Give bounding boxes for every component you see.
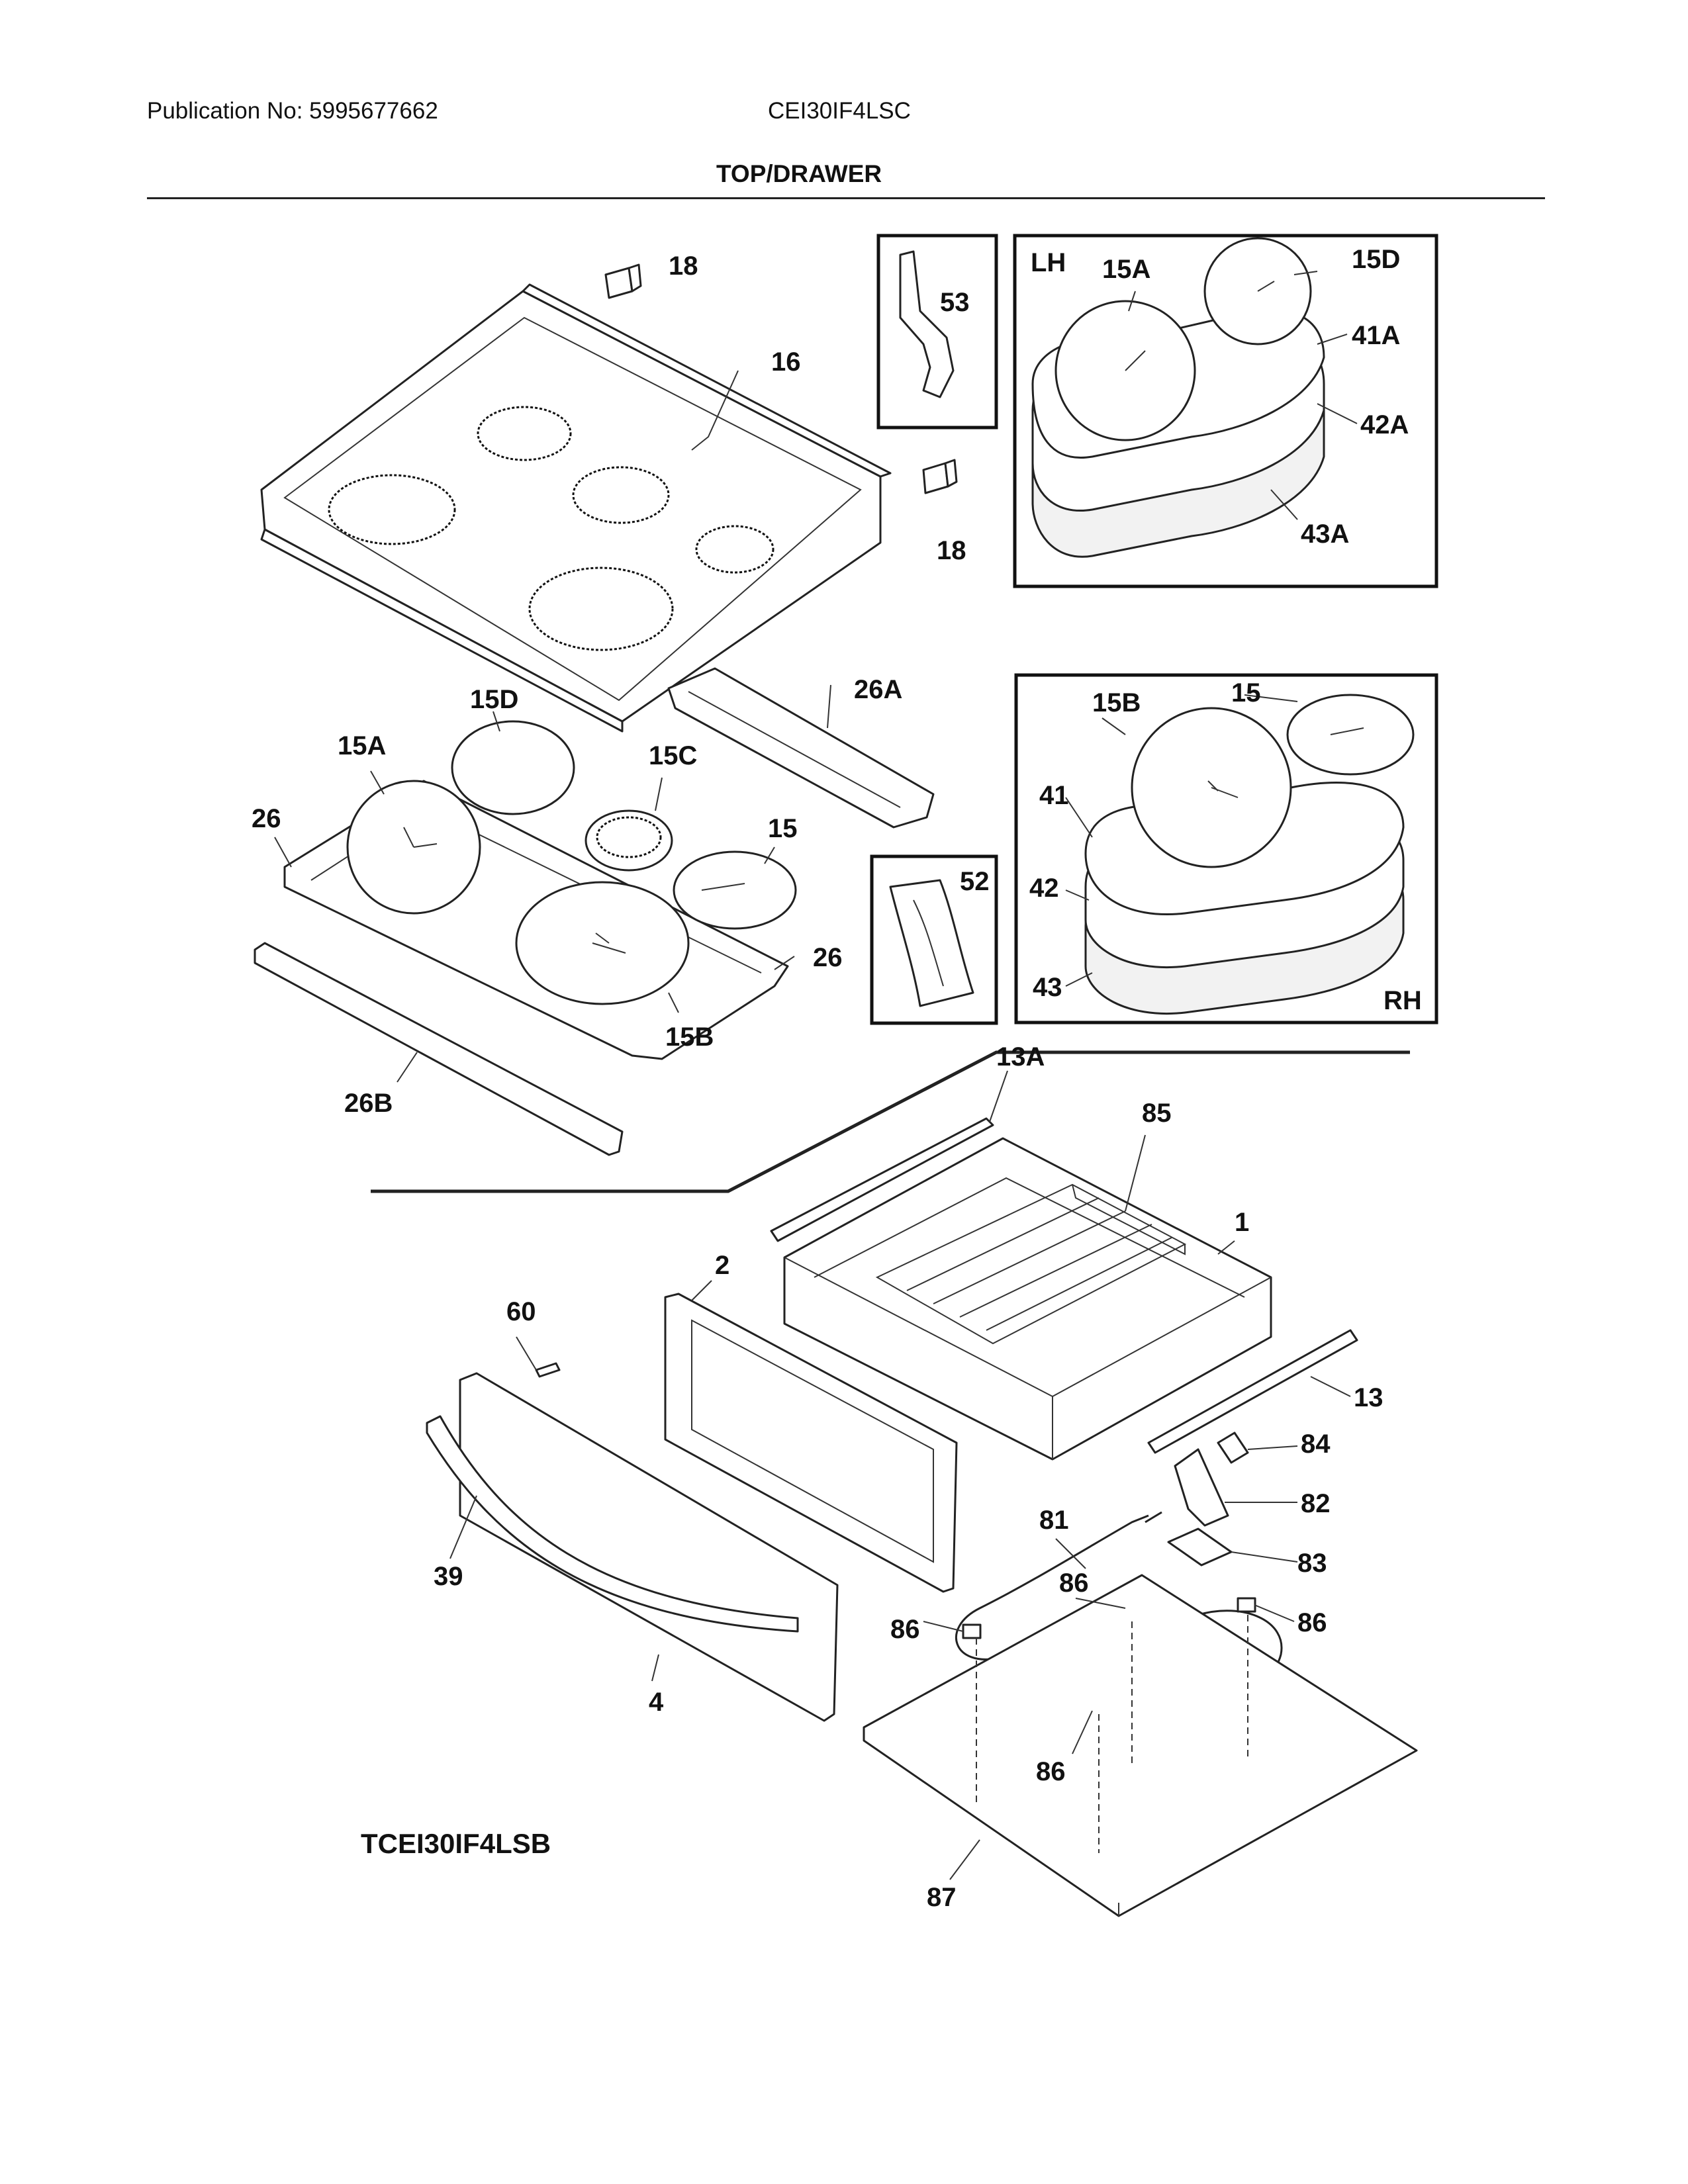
clip-53[interactable] — [899, 250, 955, 398]
section-divider — [371, 1050, 1410, 1193]
callout-13a: 13A — [996, 1042, 1045, 1071]
callout-15a-lh: 15A — [1102, 255, 1150, 284]
callout-15b: 15B — [665, 1023, 714, 1052]
inset-box-rh — [1014, 673, 1438, 1024]
model-number: CEI30IF4LSC — [768, 98, 911, 124]
callout-43: 43 — [1033, 973, 1062, 1002]
bracket-18-upper[interactable] — [604, 263, 642, 299]
callout-43a: 43A — [1301, 520, 1349, 549]
screw-60[interactable] — [535, 1362, 561, 1378]
drawer-bottom-87[interactable] — [863, 1574, 1418, 1917]
callout-86-b: 86 — [890, 1615, 920, 1644]
callout-13: 13 — [1354, 1383, 1383, 1412]
callout-84: 84 — [1301, 1430, 1331, 1459]
callout-52: 52 — [960, 867, 990, 896]
callout-4: 4 — [649, 1688, 664, 1717]
element-15d[interactable] — [451, 720, 575, 815]
callout-1: 1 — [1235, 1208, 1249, 1237]
callout-87: 87 — [927, 1883, 957, 1912]
inset-label-lh: LH — [1031, 248, 1066, 277]
element-15c[interactable] — [585, 809, 673, 872]
handle-39[interactable] — [426, 1415, 799, 1633]
tech-sheet-code: TCEI30IF4LSB — [361, 1828, 551, 1859]
callout-18-upper: 18 — [669, 251, 698, 281]
callout-41: 41 — [1039, 781, 1069, 810]
drawer-front-4[interactable] — [459, 1372, 839, 1722]
callout-15b-rh: 15B — [1092, 688, 1141, 717]
element-15a[interactable] — [346, 780, 481, 915]
callout-15d: 15D — [470, 685, 518, 714]
callout-83: 83 — [1297, 1549, 1327, 1578]
inset-box-52 — [870, 854, 998, 1025]
callout-2: 2 — [715, 1251, 729, 1280]
element-assembly-rh[interactable] — [1084, 694, 1415, 1015]
inset-box-53 — [876, 234, 998, 430]
callout-15d-lh: 15D — [1352, 245, 1400, 274]
section-title: TOP/DRAWER — [716, 160, 882, 187]
callout-39: 39 — [434, 1562, 463, 1591]
callout-26-right: 26 — [813, 943, 843, 972]
drawer-panel-2[interactable] — [664, 1293, 958, 1593]
callout-42: 42 — [1029, 874, 1059, 903]
callout-18-lower: 18 — [937, 536, 966, 565]
callout-60: 60 — [506, 1297, 536, 1326]
knob-insert-52[interactable] — [889, 879, 974, 1007]
callout-26a: 26A — [854, 675, 902, 704]
callout-86-c: 86 — [1297, 1608, 1327, 1637]
plate-83[interactable] — [1167, 1527, 1233, 1567]
callout-42a: 42A — [1360, 410, 1409, 439]
callout-86-d: 86 — [1036, 1757, 1066, 1786]
element-15[interactable] — [673, 850, 797, 930]
callout-86-a: 86 — [1059, 1569, 1089, 1598]
callout-81: 81 — [1039, 1506, 1069, 1535]
slide-rail-13a[interactable] — [770, 1117, 994, 1242]
callout-15a: 15A — [338, 731, 386, 760]
callout-15c: 15C — [649, 741, 697, 770]
drawer-body-1[interactable] — [783, 1137, 1272, 1461]
callout-85: 85 — [1142, 1099, 1172, 1128]
element-15b[interactable] — [515, 881, 690, 1005]
element-assembly-lh[interactable] — [1031, 237, 1325, 558]
callout-15: 15 — [768, 814, 798, 843]
rack-85[interactable] — [875, 1183, 1187, 1345]
trim-26b[interactable] — [254, 942, 624, 1156]
callout-15-rh: 15 — [1231, 678, 1261, 707]
bracket-84[interactable] — [1217, 1432, 1249, 1464]
callout-26b: 26B — [344, 1089, 393, 1118]
bracket-18-lower[interactable] — [922, 459, 958, 494]
slide-rail-13[interactable] — [1147, 1329, 1358, 1454]
callout-26-left: 26 — [252, 804, 281, 833]
inset-box-lh — [1013, 234, 1438, 588]
callout-41a: 41A — [1352, 321, 1400, 350]
header-divider — [147, 197, 1545, 199]
callout-82: 82 — [1301, 1489, 1331, 1518]
callout-53: 53 — [940, 288, 970, 317]
leader-lines — [274, 271, 1358, 1880]
publication-number: Publication No: 5995677662 — [147, 98, 438, 124]
bracket-82[interactable] — [1174, 1448, 1229, 1527]
callout-16: 16 — [771, 347, 801, 377]
bracket-26a[interactable] — [667, 667, 935, 829]
inset-label-rh: RH — [1383, 986, 1422, 1015]
